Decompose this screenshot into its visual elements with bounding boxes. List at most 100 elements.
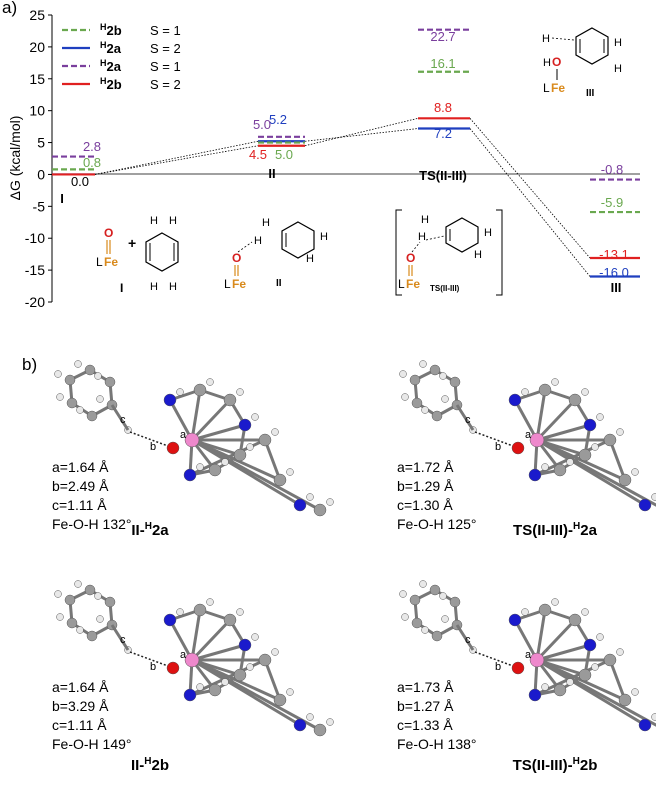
iron-atom (184, 652, 200, 668)
scheme-I-h2: H (169, 215, 177, 227)
carbon-atom (313, 503, 327, 517)
bond (263, 439, 282, 481)
legend-spin: S = 1 (150, 23, 181, 38)
level-label-H2b_S1-2: 16.1 (430, 56, 455, 71)
state-label: I (60, 191, 64, 206)
y-tick-label: 10 (29, 103, 45, 119)
connector-H2a_S2 (304, 128, 419, 142)
hydrogen-atom (401, 393, 409, 401)
carbon-atom (553, 683, 567, 697)
hydrogen-atom (236, 608, 244, 616)
structure-param: Fe-O-H 149° (52, 736, 132, 752)
nitrogen-atom (508, 393, 522, 407)
level-label-H2a_S1-0: 2.8 (83, 139, 101, 154)
bond-label-c: c (465, 634, 471, 646)
hydrogen-atom (74, 580, 82, 588)
carbon-atom (193, 383, 207, 397)
carbon-atom (409, 594, 421, 606)
level-label-H2a_S2-2: 7.2 (434, 126, 452, 141)
carbon-atom (104, 376, 116, 388)
scheme-III-h1: H (542, 33, 550, 45)
bond (455, 404, 475, 431)
carbon-atom (223, 613, 237, 627)
scheme-III-oxygen: O (552, 55, 561, 69)
level-label-H2a_S1-1: 5.0 (253, 117, 271, 132)
carbon-atom (193, 603, 207, 617)
hydrogen-atom (176, 388, 184, 396)
iron-atom (529, 432, 545, 448)
oxygen-atom (166, 661, 180, 675)
y-tick-label: -10 (25, 230, 45, 246)
bond-label-b: b (495, 661, 501, 673)
carbon-atom (618, 693, 632, 707)
bond (190, 618, 232, 662)
hydrogen-atom (651, 713, 656, 721)
nitrogen-atom (238, 638, 252, 652)
nitrogen-atom (293, 498, 307, 512)
y-tick-label: 20 (29, 39, 45, 55)
state-label: III (611, 280, 622, 295)
panel-b-label: b) (22, 355, 38, 374)
bond (513, 619, 539, 661)
carbon-atom (86, 630, 98, 642)
hydrogen-atom (596, 413, 604, 421)
carbon-atom (233, 448, 247, 462)
scheme-III-ring (575, 27, 609, 65)
bond-label-b: b (150, 661, 156, 673)
y-axis-label: ΔG (kcal/mol) (7, 116, 23, 201)
bond (536, 658, 656, 727)
level-label-H2b_S1-1: 5.0 (275, 147, 293, 162)
bond (110, 404, 130, 431)
scheme-II-h4: H (306, 253, 314, 265)
bond (190, 609, 202, 661)
bond (168, 619, 194, 661)
carbon-atom (538, 383, 552, 397)
bond (513, 399, 539, 441)
carbon-atom (411, 397, 423, 409)
nitrogen-atom (583, 418, 597, 432)
level-label-H2a_S1-2: 22.7 (430, 29, 455, 44)
carbon-atom (409, 374, 421, 386)
scheme-II-h2: H (254, 235, 262, 247)
hydrogen-atom (271, 648, 279, 656)
scheme-II-fe: Fe (232, 277, 246, 291)
level-label-H2a_S2-0: 0.0 (71, 174, 89, 189)
hydrogen-atom (521, 608, 529, 616)
y-tick-label: -20 (25, 294, 45, 310)
hydrogen-atom (56, 613, 64, 621)
bond (535, 389, 547, 441)
legend-spin: S = 2 (150, 77, 181, 92)
bond (191, 658, 321, 732)
hydrogen-atom (581, 388, 589, 396)
scheme-TS-oxygen: O (406, 251, 415, 265)
hydrogen-atom (439, 372, 447, 380)
bond (535, 618, 577, 662)
carbon-atom (578, 448, 592, 462)
bond (263, 659, 282, 701)
scheme-TS-h1: H (421, 214, 429, 226)
carbon-atom (273, 693, 287, 707)
carbon-atom (313, 723, 327, 737)
hydrogen-atom (176, 608, 184, 616)
scheme-II: H H H H O L Fe II (224, 217, 328, 291)
state-label: II (268, 166, 275, 181)
carbon-atom (223, 393, 237, 407)
hydrogen-atom (326, 718, 334, 726)
structure-param: Fe-O-H 132° (52, 516, 132, 532)
connector-H2a_S2 (94, 140, 259, 175)
scheme-TS-hbond (425, 235, 445, 241)
scheme-I-plus: + (128, 235, 136, 251)
bond (190, 389, 202, 441)
hydrogen-atom (76, 406, 84, 414)
bond (536, 643, 591, 662)
carbon-atom (411, 617, 423, 629)
connector-H2b_S2 (304, 117, 419, 147)
hydrogen-atom (306, 493, 314, 501)
structure-param: a=1.72 Å (397, 459, 454, 475)
carbon-atom (431, 410, 443, 422)
bond (535, 398, 577, 442)
hydrogen-atom (399, 590, 407, 598)
bond (191, 423, 246, 442)
